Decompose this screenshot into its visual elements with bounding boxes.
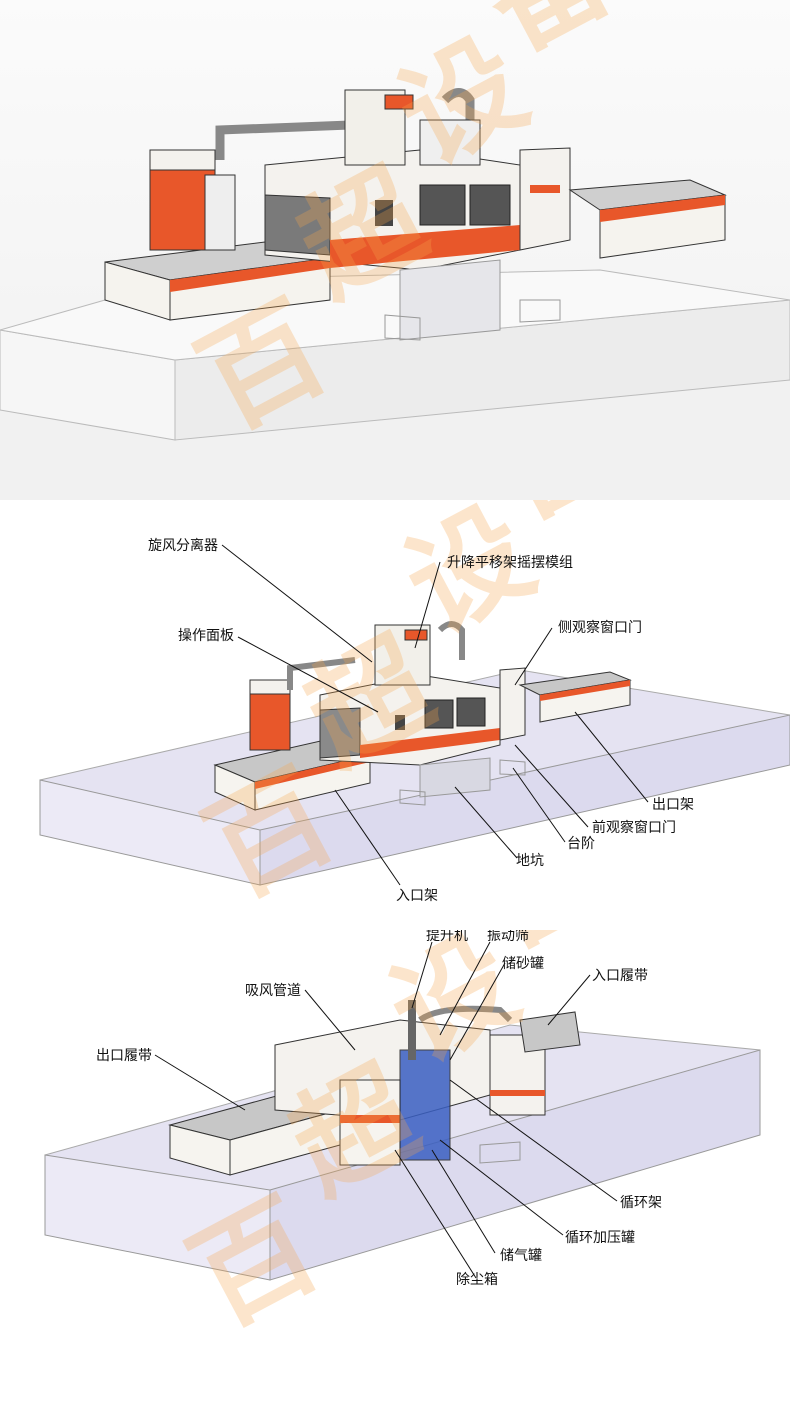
left-dust-box-top bbox=[249, 679, 291, 695]
duct-left bbox=[215, 103, 360, 160]
label-control-panel: 操作面板 bbox=[178, 628, 234, 644]
step-left bbox=[384, 314, 421, 341]
leader-lift-module bbox=[414, 561, 441, 649]
cabin-stripe bbox=[330, 225, 520, 268]
leader-lines bbox=[221, 544, 649, 886]
label-front-window: 前观察窗口门 bbox=[592, 819, 676, 836]
render-view-panel: 百 超 设 备 bbox=[0, 0, 790, 500]
step-right bbox=[519, 299, 561, 323]
leader-vibrating-screen bbox=[439, 941, 491, 1036]
label-circulation-rack: 循环架 bbox=[620, 1195, 662, 1211]
label-cyclone: 旋风分离器 bbox=[148, 537, 218, 554]
leader-exit-rack bbox=[574, 711, 649, 803]
label-pit: 地坑 bbox=[516, 853, 544, 869]
platform-front-face bbox=[269, 1049, 761, 1281]
label-dust-box: 除尘箱 bbox=[456, 1272, 498, 1288]
label-elevator: 提升机 bbox=[426, 930, 468, 944]
steps bbox=[479, 1141, 521, 1164]
label-entry-track: 入口履带 bbox=[592, 968, 648, 984]
cabin-stripe bbox=[360, 728, 500, 758]
elevator bbox=[408, 1000, 416, 1060]
right-cabin bbox=[519, 147, 571, 251]
steps bbox=[499, 759, 526, 776]
leader-air-tank bbox=[431, 1149, 496, 1254]
lift-motor bbox=[384, 94, 414, 110]
lift-motor bbox=[404, 629, 428, 641]
side-window-door bbox=[530, 185, 560, 193]
label-vibrating-screen: 振动筛 bbox=[487, 930, 529, 944]
label-sand-tank: 储砂罐 bbox=[502, 956, 544, 972]
leader-steps bbox=[512, 767, 566, 843]
label-suction-duct: 吸风管道 bbox=[245, 983, 301, 999]
leader-entry-rack bbox=[334, 789, 401, 886]
platform-front-face bbox=[259, 714, 790, 886]
pit bbox=[419, 757, 491, 798]
rear-annotated-panel: 百 超 设 备 提升机 振动筛 储砂罐 入口履带 吸风管道 出口履带 循环架 循… bbox=[0, 795, 790, 1398]
leader-elevator bbox=[411, 941, 433, 1009]
leader-circulation-rack bbox=[449, 1079, 618, 1202]
front-window-right bbox=[456, 697, 486, 727]
leader-pit bbox=[454, 786, 518, 859]
cyclone-unit bbox=[419, 119, 481, 166]
leader-side-window bbox=[514, 627, 553, 686]
front-window-right bbox=[469, 184, 511, 226]
label-exit-rack: 出口架 bbox=[652, 797, 694, 813]
label-entry-rack: 入口架 bbox=[396, 888, 438, 904]
leader-pressure-tank bbox=[439, 1139, 564, 1236]
right-conveyor-stripe bbox=[600, 195, 725, 222]
suction-duct-left bbox=[287, 657, 356, 690]
label-exit-track: 出口履带 bbox=[96, 1048, 152, 1064]
leader-entry-track bbox=[547, 974, 591, 1026]
label-steps: 台阶 bbox=[567, 836, 595, 852]
left-filter bbox=[204, 174, 236, 251]
front-annotated-drawing: 百 超 设 备 旋风分离器 升降平移架摇摆模组 侧观察窗口门 操作面板 出口架 … bbox=[39, 367, 790, 923]
leader-exit-track bbox=[154, 1054, 246, 1111]
entry-conveyor-stripe bbox=[255, 755, 370, 789]
cyclone-duct bbox=[437, 621, 465, 660]
left-conveyor-stripe bbox=[170, 258, 330, 292]
front-annotated-panel: 百 超 设 备 旋风分离器 升降平移架摇摆模组 侧观察窗口门 操作面板 出口架 … bbox=[0, 367, 790, 930]
leader-lines bbox=[154, 941, 618, 1279]
front-window-left bbox=[419, 184, 466, 226]
leader-control-panel bbox=[237, 636, 379, 713]
duct-right bbox=[441, 88, 475, 130]
leader-front-window bbox=[514, 744, 589, 828]
leader-sand-tank bbox=[449, 962, 506, 1061]
leader-cyclone bbox=[221, 544, 373, 663]
control-panel-screen bbox=[375, 200, 393, 226]
right-cabin bbox=[499, 667, 526, 741]
front-step bbox=[399, 789, 426, 806]
front-window-left bbox=[424, 699, 454, 729]
exit-conveyor-stripe bbox=[540, 680, 630, 701]
left-dust-box-top bbox=[149, 149, 216, 171]
leader-suction-duct bbox=[304, 989, 356, 1051]
label-air-tank: 储气罐 bbox=[500, 1248, 542, 1264]
label-side-window: 侧观察窗口门 bbox=[558, 619, 642, 636]
control-panel-screen bbox=[395, 715, 405, 730]
dust-box-stripe bbox=[340, 1115, 400, 1123]
render-view-drawing: 百 超 设 备 bbox=[0, 0, 790, 500]
label-pressure-tank: 循环加压罐 bbox=[565, 1230, 635, 1246]
label-lift-module: 升降平移架摇摆模组 bbox=[447, 555, 573, 571]
rear-annotated-drawing: 百 超 设 备 提升机 振动筛 储砂罐 入口履带 吸风管道 出口履带 循环架 循… bbox=[44, 795, 761, 1352]
leader-dust-box bbox=[394, 1149, 477, 1279]
right-dust-box-stripe bbox=[490, 1090, 545, 1096]
